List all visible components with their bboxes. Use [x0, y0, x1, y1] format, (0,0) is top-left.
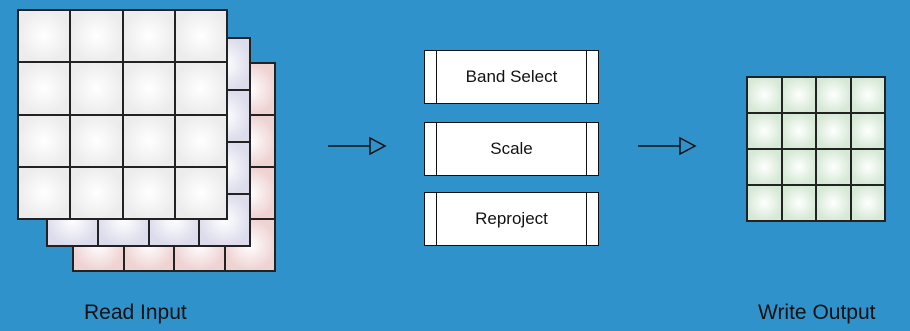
- grid-cell: [816, 149, 851, 185]
- grid-cell: [122, 114, 175, 167]
- grid-cell: [781, 113, 816, 149]
- grid-cell: [747, 113, 782, 149]
- grid-cell: [18, 62, 71, 115]
- grid-cell: [122, 166, 175, 219]
- grid-cell: [816, 185, 851, 221]
- grid-cell: [174, 62, 227, 115]
- grid-cell: [18, 10, 71, 63]
- grid-cell: [816, 77, 851, 113]
- grid-cell: [781, 149, 816, 185]
- grid-cell: [816, 113, 851, 149]
- grid-cell: [747, 185, 782, 221]
- grid-cell: [850, 149, 885, 185]
- step-reproject: Reproject: [424, 192, 599, 246]
- step-band-select: Band Select: [424, 50, 599, 104]
- grid-cell: [174, 10, 227, 63]
- output-grid: [746, 76, 886, 222]
- grid-cell: [174, 114, 227, 167]
- grid-cell: [70, 166, 123, 219]
- grid-cell: [174, 166, 227, 219]
- step-scale: Scale: [424, 122, 599, 176]
- grid-cell: [18, 114, 71, 167]
- grid-cell: [122, 62, 175, 115]
- grid-cell: [850, 185, 885, 221]
- grid-cell: [747, 149, 782, 185]
- grid-cell: [70, 62, 123, 115]
- grid-cell: [18, 166, 71, 219]
- arrow-right-icon: [638, 136, 697, 156]
- grid-cell: [122, 10, 175, 63]
- grid-cell: [70, 10, 123, 63]
- arrow-right-icon: [328, 136, 387, 156]
- output-caption: Write Output: [758, 301, 876, 324]
- grid-cell: [850, 113, 885, 149]
- grid-cell: [781, 185, 816, 221]
- input-layer-front: [17, 9, 228, 220]
- grid-cell: [747, 77, 782, 113]
- grid-cell: [781, 77, 816, 113]
- grid-cell: [70, 114, 123, 167]
- input-caption: Read Input: [84, 301, 187, 324]
- grid-cell: [850, 77, 885, 113]
